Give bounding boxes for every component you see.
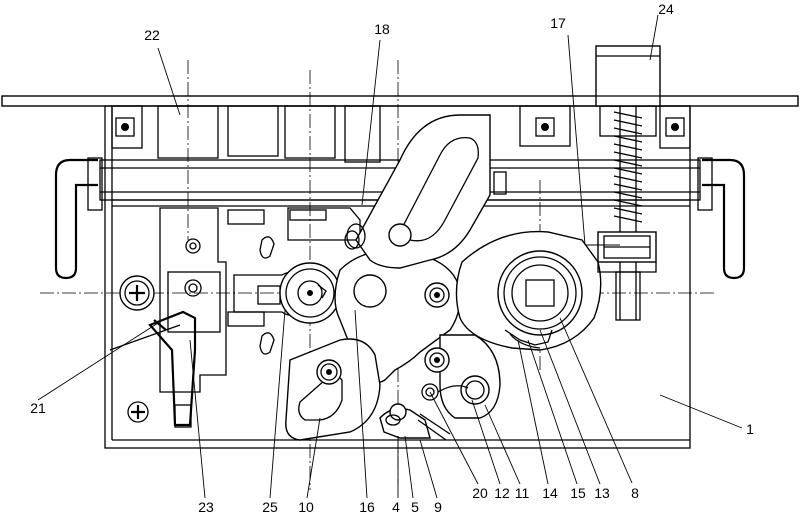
- callout-1: 1: [746, 421, 754, 437]
- lower-link: [286, 339, 380, 440]
- callout-10: 10: [298, 499, 314, 515]
- callout-16: 16: [359, 499, 375, 515]
- callout-14: 14: [542, 485, 558, 501]
- callout-9: 9: [434, 499, 442, 515]
- callout-17: 17: [550, 15, 566, 31]
- left-latch-plate: [110, 208, 226, 427]
- callout-23: 23: [198, 499, 214, 515]
- callout-13: 13: [594, 485, 610, 501]
- callout-11: 11: [515, 485, 530, 501]
- callout-8: 8: [631, 485, 639, 501]
- callout-12: 12: [494, 485, 510, 501]
- callout-15: 15: [570, 485, 586, 501]
- callout-20: 20: [472, 485, 488, 501]
- callout-25: 25: [262, 499, 278, 515]
- callout-18: 18: [374, 21, 390, 37]
- callout-24: 24: [658, 1, 674, 17]
- callout-5: 5: [411, 499, 419, 515]
- spring-screw: [596, 46, 660, 320]
- callout-21: 21: [30, 400, 46, 416]
- callout-22: 22: [144, 27, 160, 43]
- callout-4: 4: [392, 499, 400, 515]
